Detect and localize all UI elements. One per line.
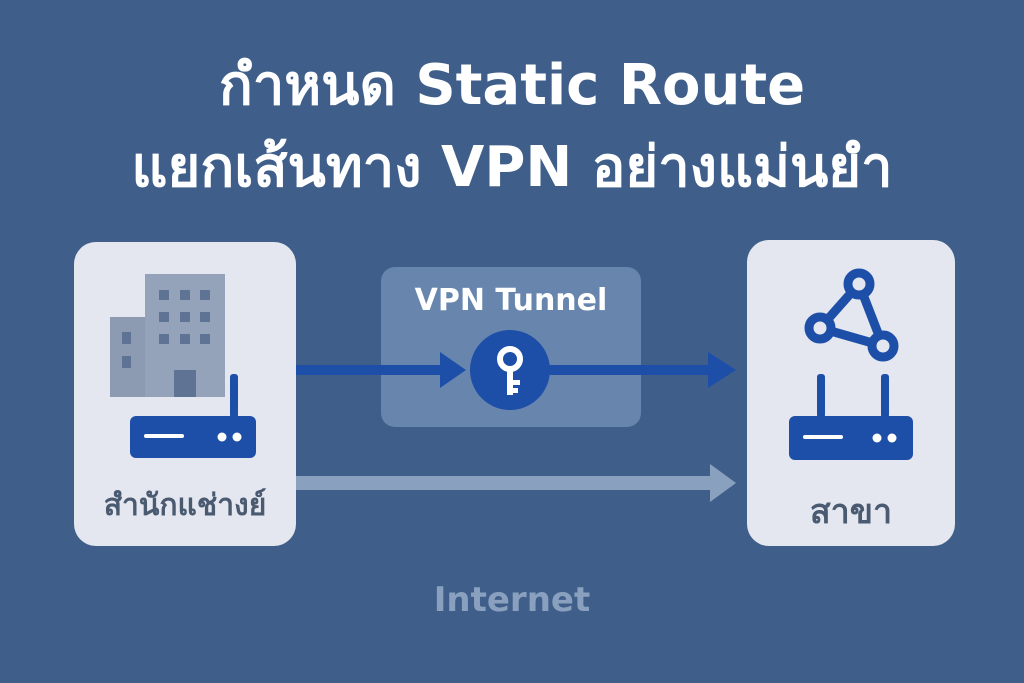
building-icon <box>110 274 225 397</box>
branch-icons <box>789 268 913 460</box>
headquarters-label: สำนักแช่างย์ <box>103 488 267 523</box>
vpn-path-arrow <box>296 352 736 388</box>
key-icon <box>470 330 550 410</box>
internet-label: Internet <box>433 580 591 620</box>
router-icon <box>789 374 913 460</box>
headquarters-node: สำนักแช่างย์ <box>74 242 296 546</box>
internet-path-arrow <box>296 464 736 502</box>
branch-label: สาขา <box>809 492 893 532</box>
branch-node: สาขา <box>747 240 955 546</box>
vpn-tunnel-label: VPN Tunnel <box>414 283 608 318</box>
page-title-line-1: กำหนด Static Route <box>218 53 806 118</box>
network-nodes-icon <box>804 268 899 362</box>
page-title-line-2: แยกเส้นทาง VPN อย่างแม่นยำ <box>131 135 893 200</box>
headquarters-icons <box>110 274 256 458</box>
router-icon <box>130 374 256 458</box>
